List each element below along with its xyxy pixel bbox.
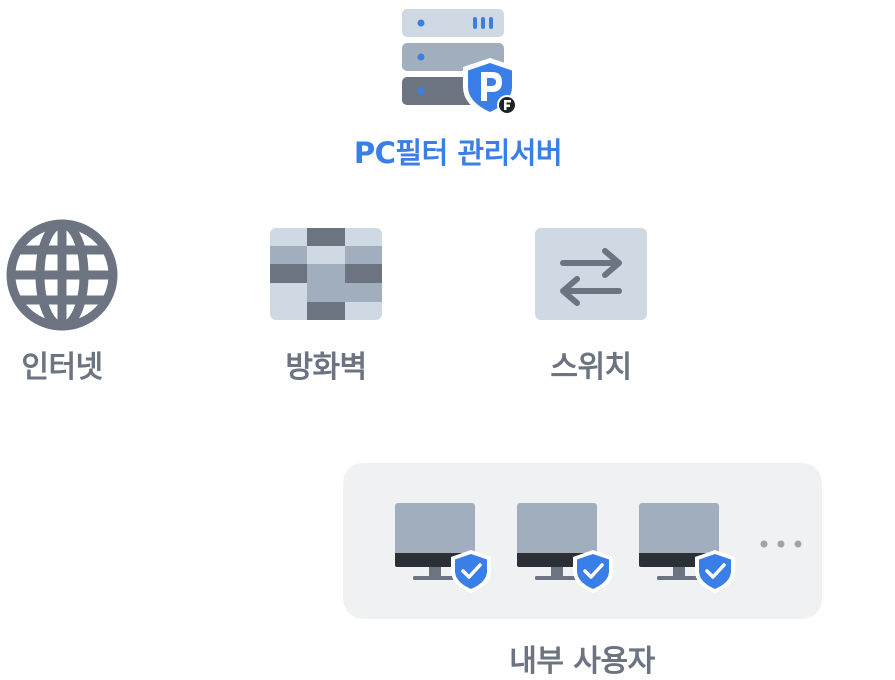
firewall-label: 방화벽 xyxy=(285,350,367,385)
switch-label: 스위치 xyxy=(550,350,632,385)
globe-icon xyxy=(6,219,118,331)
server-label: PC필터 관리서버 xyxy=(353,136,563,170)
switch-arrows-icon xyxy=(535,228,647,320)
internal-users-label: 내부 사용자 xyxy=(509,644,655,679)
more-dots-icon xyxy=(760,540,802,548)
switch-node xyxy=(535,228,647,320)
firewall-node xyxy=(270,228,382,320)
server-icon xyxy=(402,9,517,117)
monitor-icon xyxy=(515,501,615,595)
filter-badge-icon xyxy=(497,95,517,115)
connector-lines xyxy=(140,184,512,278)
monitor-icon xyxy=(393,501,493,595)
server-node xyxy=(395,5,520,120)
monitor-group xyxy=(393,501,802,595)
monitor-icon xyxy=(637,501,737,595)
internet-label: 인터넷 xyxy=(21,350,103,385)
firewall-icon xyxy=(270,228,382,320)
internet-node xyxy=(5,218,119,332)
